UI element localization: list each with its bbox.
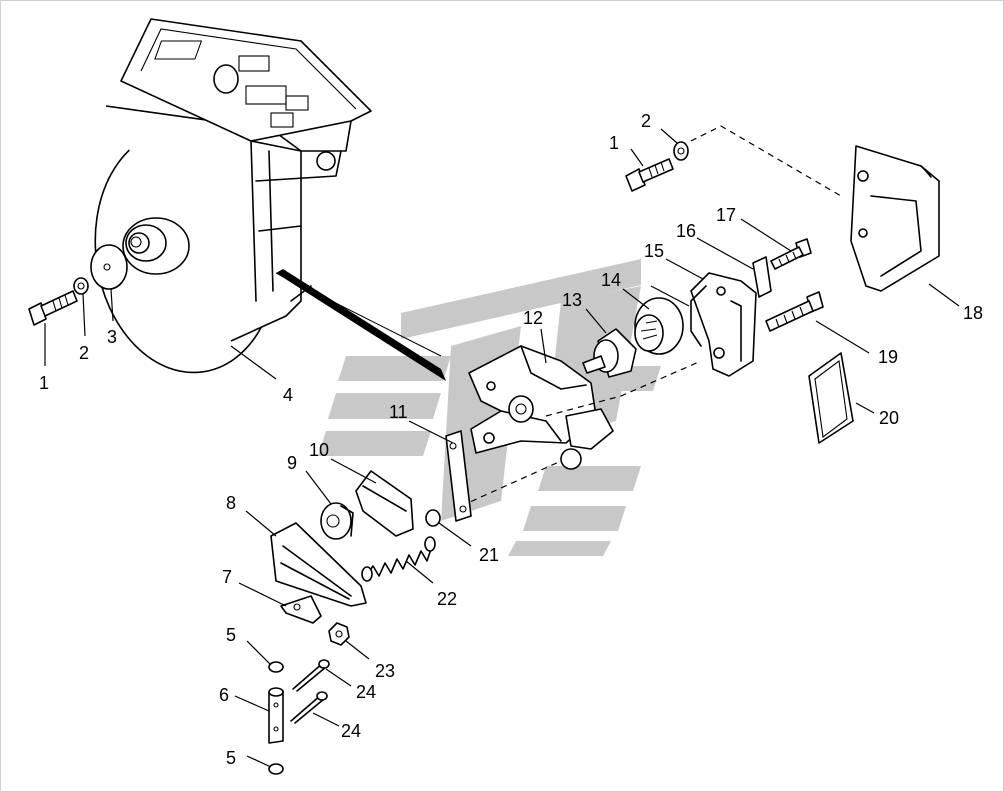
callout-labels: 1 2 3 4 1 2 5 5 6 7 8 9 10 11 12 13 14 1… [39,111,983,768]
watermark-stripe [523,506,626,531]
callout-24-lower: 24 [341,721,361,741]
callout-16: 16 [676,221,696,241]
bolt-left [28,290,78,326]
switch-housing [690,272,757,377]
callout-8: 8 [226,493,236,513]
lever-bracket [468,345,614,470]
callout-1-right: 1 [609,133,619,153]
watermark-stripe [318,431,431,456]
shield-bracket [850,145,940,292]
callout-21: 21 [479,545,499,565]
callout-11: 11 [389,402,408,422]
small-plate [752,256,772,298]
cap [634,297,684,355]
callout-24-upper: 24 [356,682,376,702]
cover-disc [90,244,128,290]
small-bracket [280,595,322,624]
callout-7: 7 [222,567,232,587]
callout-20: 20 [879,408,899,428]
dashed-guide [690,125,842,197]
switch [582,328,637,378]
washer-upper [268,661,284,673]
callout-4: 4 [283,385,293,405]
callout-15: 15 [644,241,664,261]
washer-lower [268,763,284,775]
link-bar [445,430,472,522]
small-nut [425,509,441,527]
spring [361,536,436,582]
leader-lines [44,128,960,768]
watermark-stripe [508,541,611,556]
callout-9: 9 [287,453,297,473]
watermark-stripe [401,259,641,339]
gasket [808,352,854,444]
callout-5-lower: 5 [226,748,236,768]
callout-6: 6 [219,685,229,705]
latch-plate [355,470,414,537]
bolt-17 [770,238,812,270]
callout-13: 13 [562,290,582,310]
callout-19: 19 [878,347,898,367]
callout-2-left: 2 [79,343,89,363]
callout-14: 14 [601,270,621,290]
dashed-guide [460,460,562,507]
cotter-pin-upper [292,659,330,692]
dashed-guide [545,360,702,417]
callout-17: 17 [716,205,736,225]
pivot-pin [268,687,284,744]
washer-left [73,277,89,295]
callout-10: 10 [309,440,329,460]
callout-2-right: 2 [641,111,651,131]
watermark-stripe [328,393,441,419]
bolt-top-right [625,158,674,192]
cotter-pin-lower [290,691,328,724]
flywheel-housing [94,18,372,374]
watermark-stripe [538,466,641,491]
long-bolt [765,291,824,332]
washer-top-right [673,141,689,161]
hex-nut [328,622,350,646]
knob [320,502,354,540]
callout-22: 22 [437,589,457,609]
callout-18: 18 [963,303,983,323]
callout-5-upper: 5 [226,625,236,645]
callout-23: 23 [375,661,395,681]
callout-1-left: 1 [39,373,49,393]
callout-3: 3 [107,327,117,347]
hatched-wedge [275,269,446,381]
callout-12: 12 [523,308,543,328]
lever-arm [270,522,367,607]
